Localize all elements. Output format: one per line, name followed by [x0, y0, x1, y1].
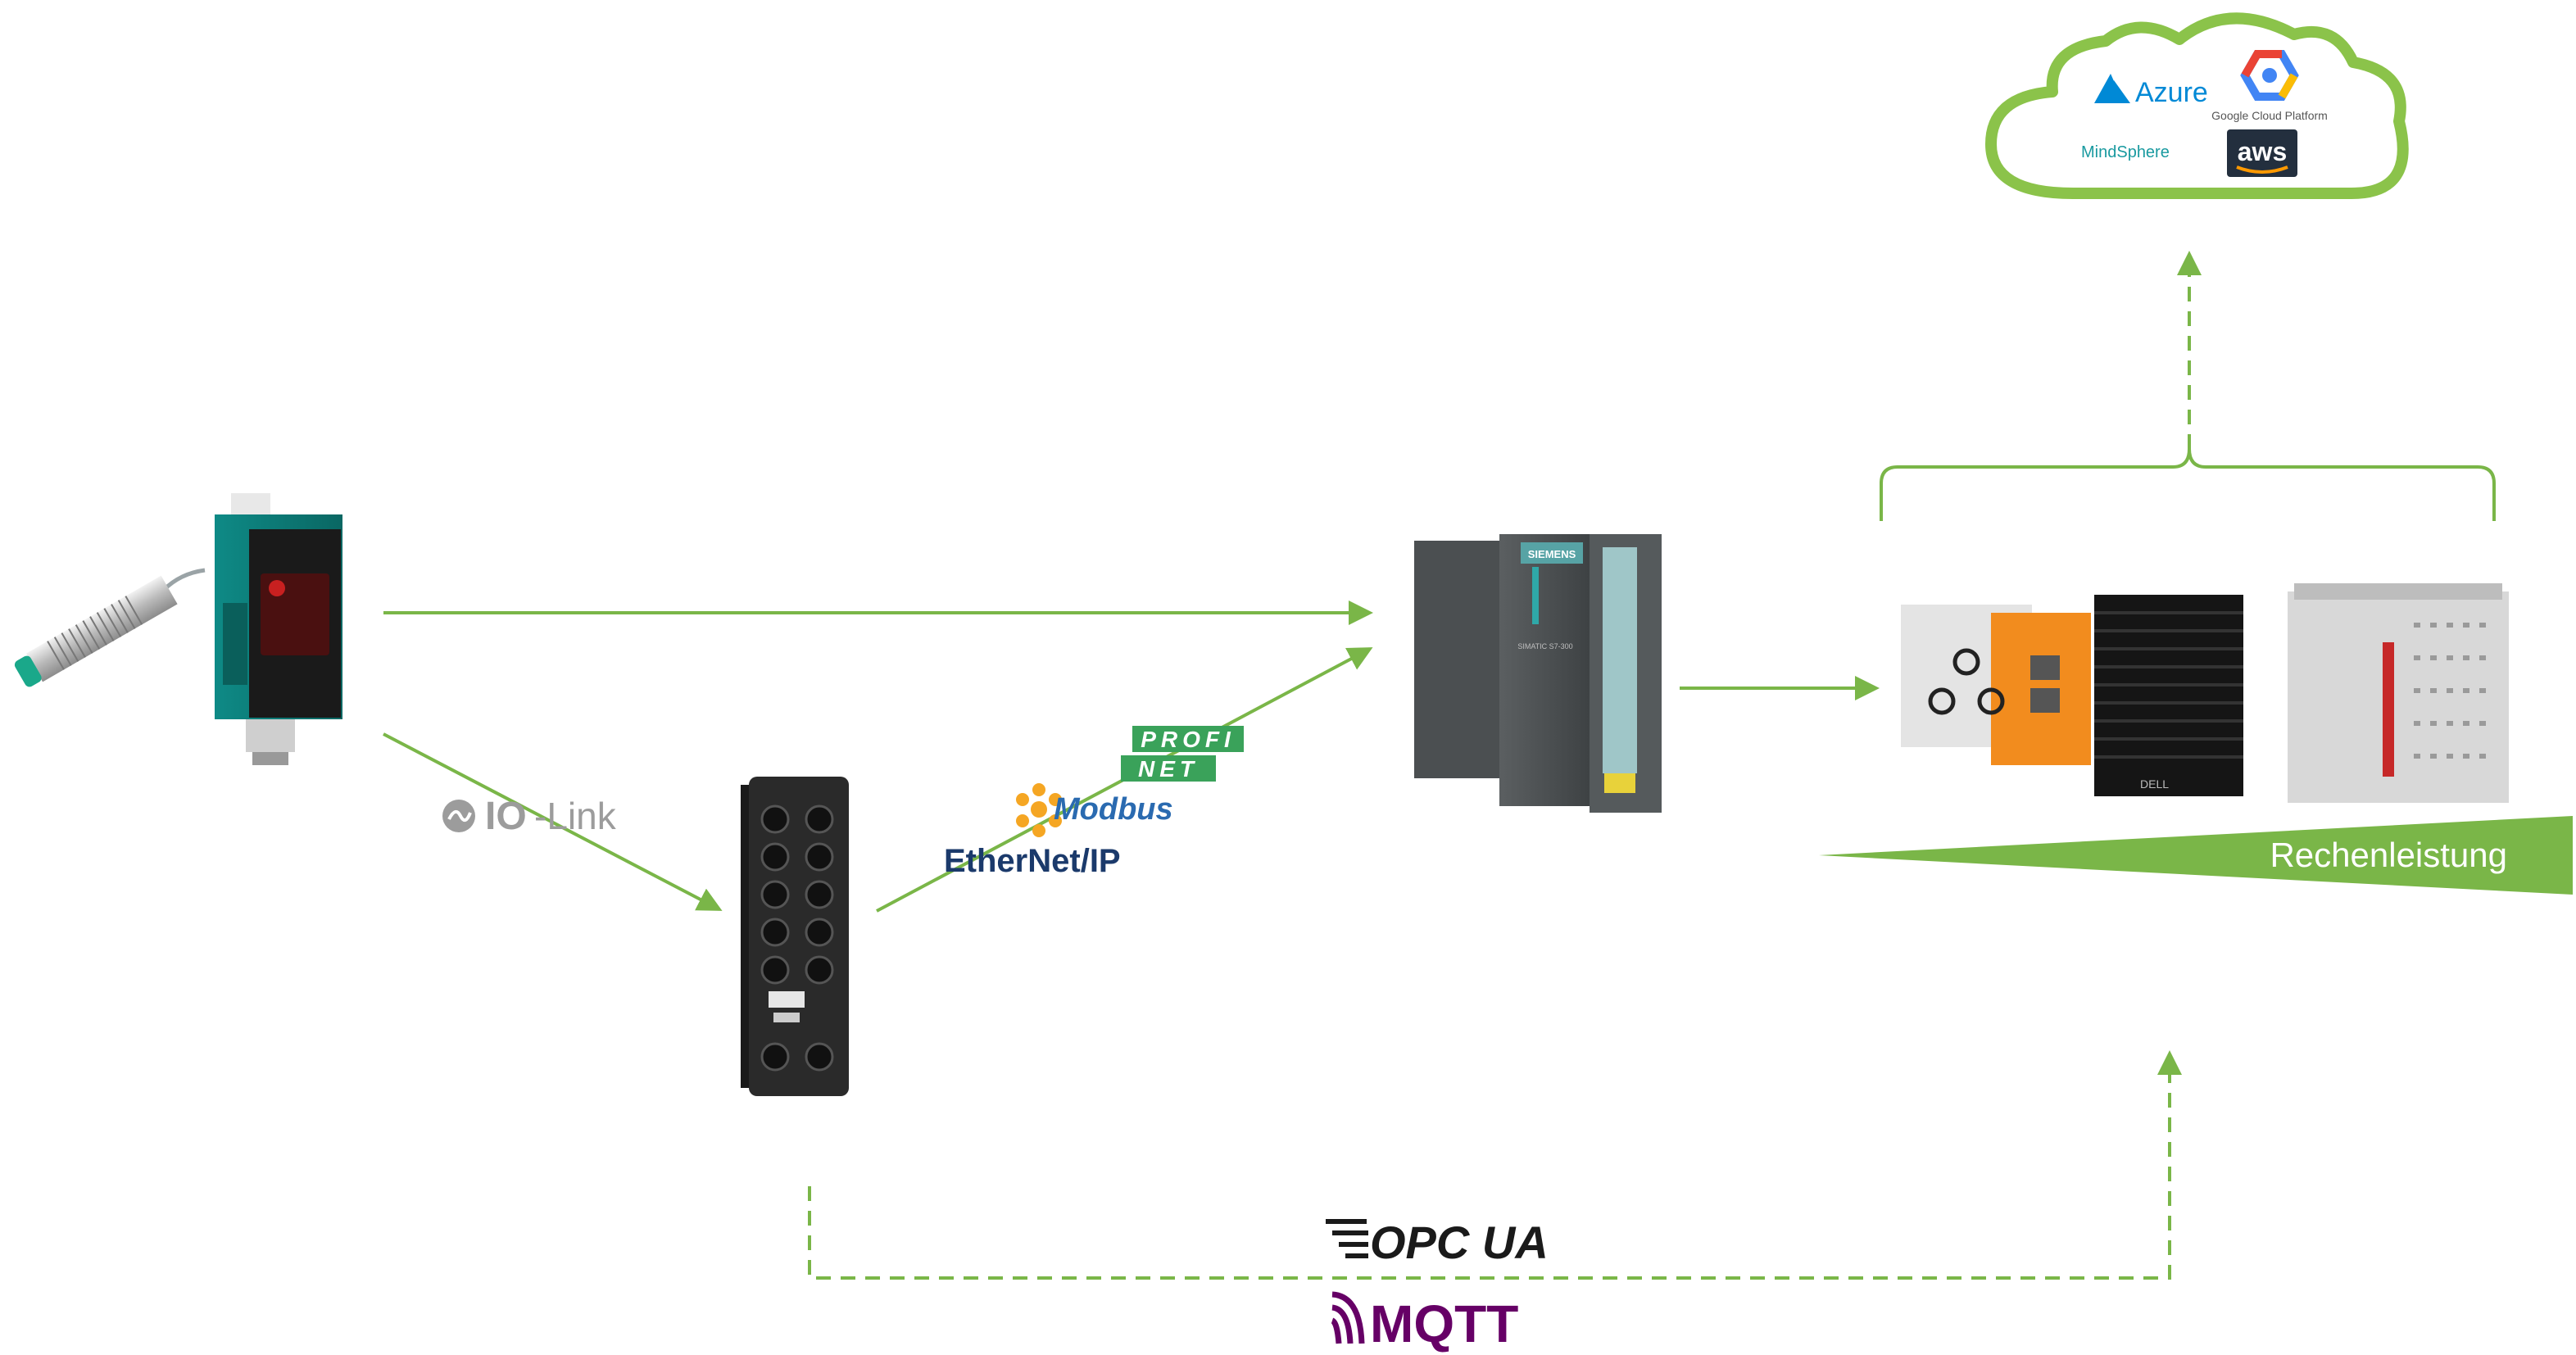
cloudrail-box [1901, 605, 2091, 765]
plc-brand-label: SIEMENS [1528, 548, 1576, 560]
compute-power-label: Rechenleistung [2270, 836, 2507, 874]
compute-brace [1880, 448, 2496, 521]
iolink-link-label: -Link [534, 795, 617, 837]
profinet-profi-label: PROFI [1141, 727, 1236, 752]
compute-power-wedge: Rechenleistung [1819, 816, 2573, 895]
mqtt-logo: MQTT [1331, 1291, 1518, 1353]
aws-badge [2227, 129, 2297, 177]
cloud-outline [1985, 12, 2409, 199]
mqtt-icon [1331, 1291, 1365, 1344]
dell-label: DELL [2140, 777, 2169, 791]
mindsphere-label: MindSphere [2081, 143, 2170, 161]
ethernetip-label: EtherNet/IP [944, 843, 1121, 879]
sensor-face [14, 655, 42, 687]
google-cloud-icon [2240, 50, 2299, 101]
mindsphere-logo: MindSphere [2081, 143, 2170, 161]
dell-edge-gateway: DELL [2094, 595, 2243, 796]
aws-label: aws [2238, 137, 2287, 166]
iolink-master-ports [760, 804, 834, 1072]
iolink-master [741, 777, 849, 1096]
aws-smile-icon [2236, 165, 2288, 174]
compute-power-bar [1819, 816, 2573, 895]
azure-logo: Azure [2094, 74, 2208, 108]
google-cloud-logo: Google Cloud Platform [2211, 50, 2328, 122]
modbus-icon [1016, 783, 1062, 837]
iolink-logo: IO -Link [442, 795, 617, 838]
profinet-logo: PROFI NET [1121, 726, 1244, 782]
azure-icon [2094, 74, 2130, 103]
google-cloud-label: Google Cloud Platform [2211, 109, 2328, 122]
arrow-sensor-to-iomaster [383, 732, 723, 911]
modbus-logo: Modbus [1016, 783, 1173, 837]
profinet-net-label: NET [1138, 756, 1199, 782]
siemens-plc: SIEMENS SIMATIC S7-300 [1414, 534, 1662, 813]
opcua-logo: OPC UA [1326, 1217, 1549, 1268]
plc-model-label: SIMATIC S7-300 [1517, 642, 1572, 650]
sensor-barrel [26, 575, 178, 682]
sensor-cable [162, 568, 206, 591]
opcua-icon [1326, 1219, 1368, 1258]
aws-logo: aws [2227, 129, 2297, 177]
photoelectric-sensor [215, 493, 342, 765]
inductive-sensor [14, 568, 206, 687]
dashed-opcua-mqtt-path [808, 1050, 2182, 1280]
iolink-io-label: IO [485, 795, 527, 838]
opcua-label: OPC UA [1370, 1217, 1549, 1268]
vent-holes [2414, 623, 2486, 759]
mqtt-label: MQTT [1370, 1294, 1518, 1353]
ethernetip-logo: EtherNet/IP [944, 843, 1121, 879]
modbus-label: Modbus [1054, 792, 1173, 827]
industrial-pc [2288, 583, 2509, 803]
cloud: Azure Google Cloud Platform MindSphere a… [1985, 12, 2409, 199]
azure-label: Azure [2135, 77, 2208, 108]
